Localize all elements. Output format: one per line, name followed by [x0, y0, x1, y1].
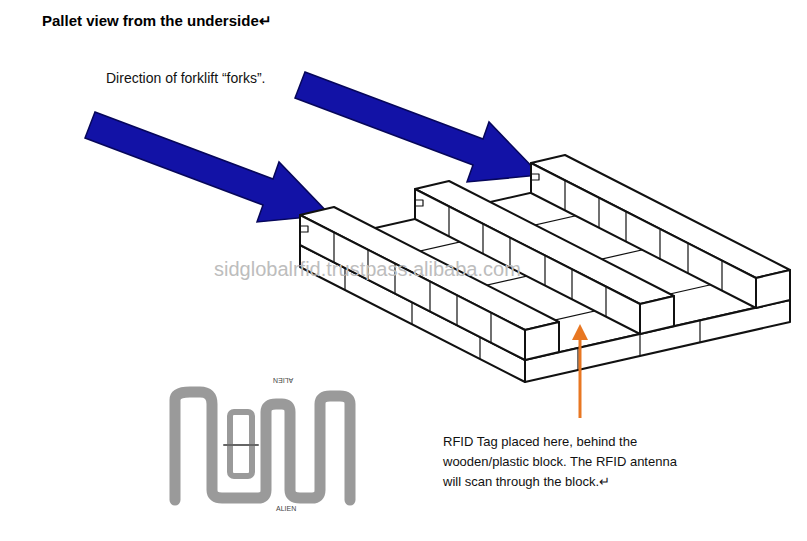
direction-note: Direction of forklift “forks”. [106, 70, 265, 86]
diagram-title: Pallet view from the underside↵ [42, 12, 272, 30]
tag-brand: ALIEN [273, 377, 293, 384]
rfid-note: RFID Tag placed here, behind the wooden/… [443, 432, 681, 492]
tag-brand: ALIEN [276, 505, 296, 512]
rfid-tag-antenna [175, 392, 350, 500]
leader-arrow [572, 324, 588, 418]
watermark: sidglobalrfid.trustpass.alibaba.com [214, 258, 521, 281]
